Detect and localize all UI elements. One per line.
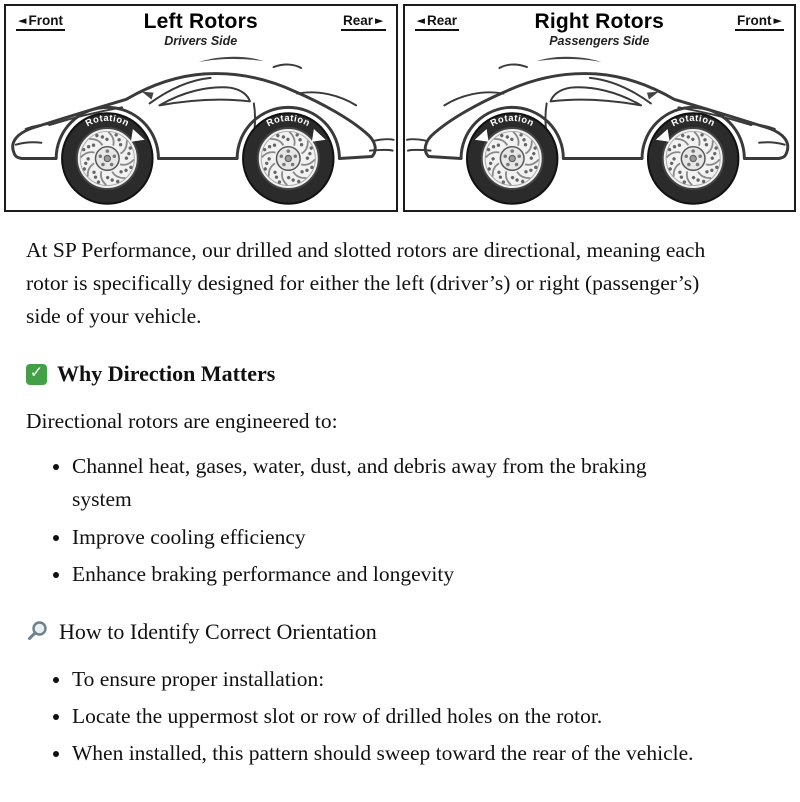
panel-title: Right Rotors (534, 10, 665, 33)
list-item: To ensure proper installation: (72, 663, 702, 696)
left-arrow-icon: ◄ (416, 14, 425, 27)
svg-text:Rotation: Rotation (265, 113, 312, 128)
identify-bullet-list: To ensure proper installation: Locate th… (26, 663, 774, 770)
rear-direction-label: ◄ Rear (414, 13, 459, 31)
list-item: Improve cooling efficiency (72, 521, 702, 554)
diagram-panel-left-rotors: ◄ Front Left Rotors Drivers Side Rear ► … (4, 4, 398, 212)
rotation-arrow-icon (474, 128, 489, 142)
section-heading-text: Why Direction Matters (57, 361, 276, 387)
car-illustration-left: Rotation Rotation (11, 55, 396, 208)
direction-label-text: Rear (343, 13, 374, 28)
panel-subtitle: Drivers Side (164, 34, 238, 48)
panel-header: ◄ Front Left Rotors Drivers Side Rear ► (6, 6, 396, 48)
front-direction-label: ◄ Front (16, 13, 65, 31)
section-heading-text: How to Identify Correct Orientation (59, 618, 377, 644)
panel-header: ◄ Rear Right Rotors Passengers Side Fron… (405, 6, 795, 48)
left-arrow-icon: ◄ (18, 14, 27, 27)
rotor-direction-diagram: ◄ Front Left Rotors Drivers Side Rear ► … (0, 0, 800, 212)
panel-title: Left Rotors (143, 10, 258, 33)
direction-label-text: Front (737, 13, 772, 28)
section-heading-identify-orientation: How to Identify Correct Orientation (26, 615, 774, 649)
svg-text:Rotation: Rotation (84, 113, 131, 128)
rear-wheel-rotor: Rotation (243, 113, 333, 204)
front-wheel-rotor: Rotation (647, 113, 737, 204)
why-bullet-list: Channel heat, gases, water, dust, and de… (26, 450, 774, 590)
rotation-arrow-icon (130, 128, 145, 142)
front-wheel-rotor: Rotation (62, 113, 152, 204)
rotation-label: Rotation (265, 113, 326, 142)
car-illustration-right: Rotation Rotation (404, 55, 789, 208)
magnifier-icon (28, 621, 47, 641)
why-lead-text: Directional rotors are engineered to: (26, 409, 338, 434)
rotation-arrow-icon (311, 128, 326, 142)
rear-wheel-rotor: Rotation (466, 113, 556, 204)
right-arrow-icon: ► (375, 14, 384, 27)
list-item: Locate the uppermost slot or row of dril… (72, 700, 702, 733)
list-item: When installed, this pattern should swee… (72, 737, 702, 770)
front-direction-label: Front ► (735, 13, 784, 31)
rotation-label: Rotation (84, 113, 145, 142)
direction-label-text: Front (28, 13, 63, 28)
article-body: At SP Performance, our drilled and slott… (0, 212, 800, 802)
list-item: Channel heat, gases, water, dust, and de… (72, 450, 702, 516)
rotation-arrow-icon (655, 128, 670, 142)
svg-text:Rotation: Rotation (488, 113, 535, 128)
panel-subtitle: Passengers Side (549, 34, 650, 48)
diagram-panel-right-rotors: ◄ Rear Right Rotors Passengers Side Fron… (402, 4, 796, 212)
rotation-label: Rotation (474, 113, 535, 142)
section-heading-why-direction-matters: Why Direction Matters (26, 357, 774, 391)
check-icon (26, 363, 47, 385)
right-arrow-icon: ► (773, 14, 782, 27)
rotation-label: Rotation (655, 113, 716, 142)
list-item: Enhance braking performance and longevit… (72, 558, 702, 591)
rear-direction-label: Rear ► (341, 13, 386, 31)
svg-text:Rotation: Rotation (669, 113, 716, 128)
intro-paragraph: At SP Performance, our drilled and slott… (26, 238, 706, 329)
direction-label-text: Rear (426, 13, 457, 28)
